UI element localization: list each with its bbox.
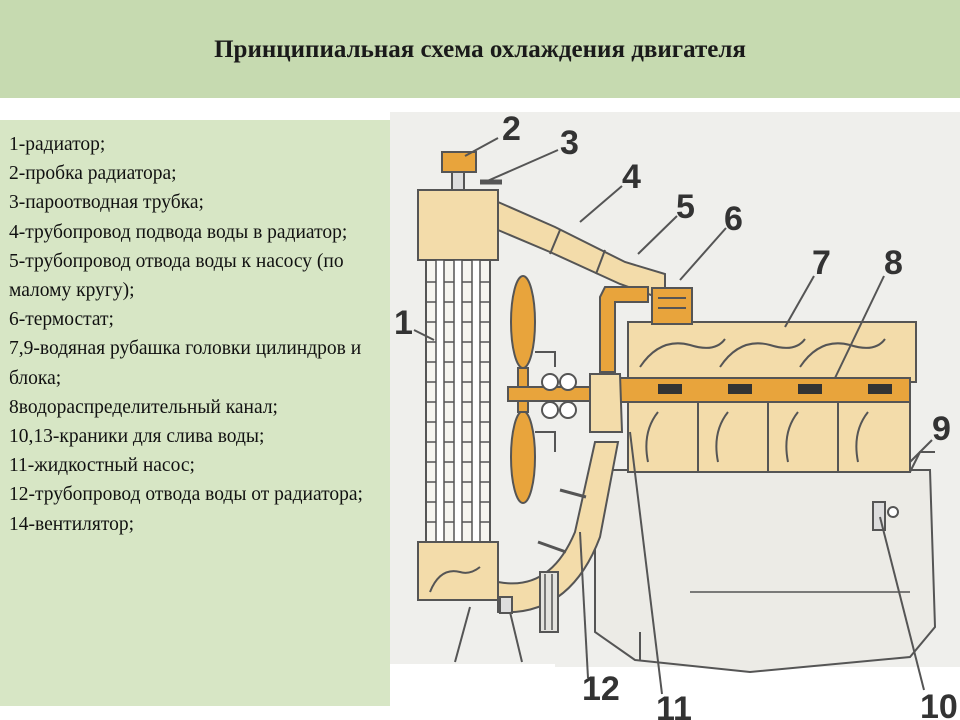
callout-1: 1 <box>394 304 413 342</box>
legend-item: 10,13-краники для слива воды; <box>9 426 265 448</box>
radiator <box>417 189 499 601</box>
callout-12: 12 <box>582 670 620 708</box>
legend-item: 4-трубопровод подвода воды в радиатор; <box>9 221 348 243</box>
legend-panel: 1-радиатор; 2-пробка радиатора; 3-пароот… <box>0 120 390 706</box>
cylinder-head-jacket <box>627 321 917 383</box>
callout-10: 10 <box>920 688 958 720</box>
legend-item: 8водораспределительный канал; <box>9 396 278 418</box>
callout-8: 8 <box>884 244 903 282</box>
callout-2: 2 <box>502 112 521 148</box>
callout-3: 3 <box>560 124 579 162</box>
callout-4: 4 <box>622 158 641 196</box>
diagram-bottom-strip <box>555 667 960 720</box>
thermostat <box>651 287 693 325</box>
block-water-jacket <box>627 401 911 473</box>
callout-6: 6 <box>724 200 743 238</box>
callout-5: 5 <box>676 188 695 226</box>
water-pump <box>507 351 624 452</box>
diagram-bottom-left-strip <box>390 664 555 720</box>
legend-item: 1-радиатор; <box>9 134 106 155</box>
cooling-system-diagram: 1 2 3 4 5 6 7 8 9 10 11 12 <box>390 112 960 720</box>
legend-item: 5-трубопровод отвода воды к насосу (по м… <box>9 250 344 302</box>
radiator-drain-cock <box>499 596 513 614</box>
legend-item: 12-трубопровод отвода воды от радиатора; <box>9 484 363 506</box>
page-title: Принципиальная схема охлаждения двигател… <box>214 36 746 63</box>
callout-9: 9 <box>932 410 951 448</box>
radiator-cap <box>441 151 477 191</box>
leader-lines <box>413 137 933 695</box>
legend-item: 14-вентилятор; <box>9 513 135 535</box>
pulley <box>539 571 559 633</box>
distribution-channel <box>589 377 911 403</box>
title-bar: Принципиальная схема охлаждения двигател… <box>0 0 960 98</box>
legend-item: 3-пароотводная трубка; <box>9 192 204 214</box>
legend-item: 7,9-водяная рубашка головки цилиндров и … <box>9 338 362 389</box>
radiator-outlet-pipe <box>497 441 620 614</box>
callout-11: 11 <box>656 690 692 720</box>
callout-7: 7 <box>812 244 831 282</box>
legend-item: 11-жидкостный насос; <box>9 455 195 477</box>
legend-item: 6-термостат; <box>9 309 114 331</box>
legend-list: 1-радиатор; 2-пробка радиатора; 3-пароот… <box>0 120 390 539</box>
bypass-pipe <box>599 286 649 373</box>
legend-item: 2-пробка радиатора; <box>9 163 177 185</box>
